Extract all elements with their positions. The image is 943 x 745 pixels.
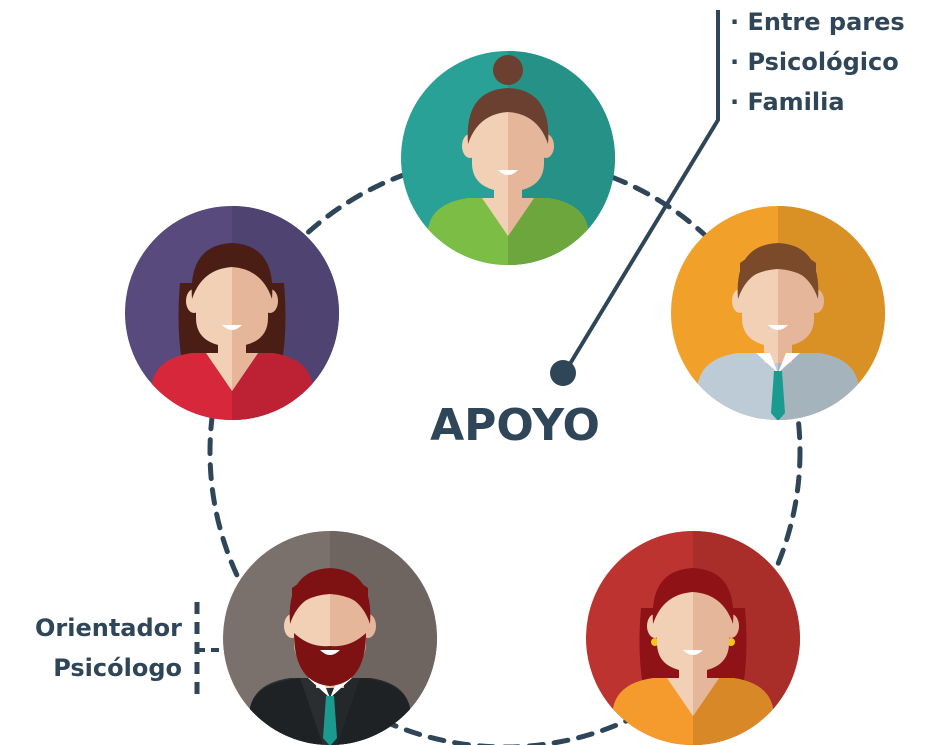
center-label: APOYO <box>430 400 600 451</box>
support-item-peers: · Entre pares <box>730 8 905 36</box>
avatar-man-tie <box>671 206 885 420</box>
avatar-woman-long-hair <box>125 206 339 420</box>
support-item-psychological: · Psicológico <box>730 48 899 76</box>
side-label-counselor: Orientador <box>35 614 182 642</box>
side-label-psychologist: Psicólogo <box>53 654 182 682</box>
pointer-dot <box>550 360 576 386</box>
side-label-group: Orientador Psicólogo <box>35 602 225 697</box>
pointer-line <box>563 10 720 374</box>
avatar-woman-bun <box>401 51 615 265</box>
support-item-family: · Familia <box>730 88 845 116</box>
support-list: · Entre pares · Psicológico · Familia <box>730 8 905 116</box>
avatar-man-beard <box>223 531 437 745</box>
avatar-woman-earrings <box>586 531 800 745</box>
